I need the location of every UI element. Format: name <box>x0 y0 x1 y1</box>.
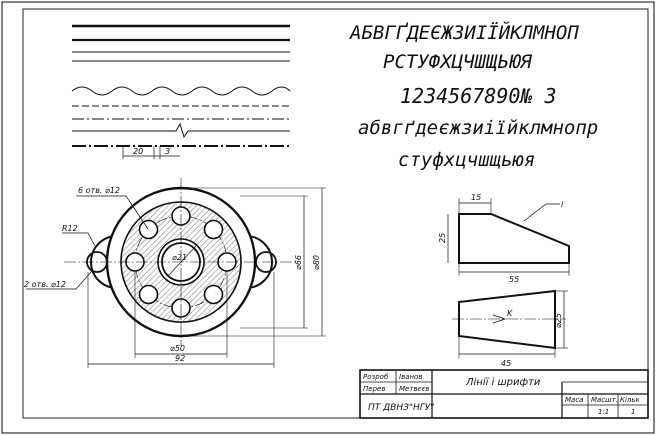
tb-drawn-name: Іванов <box>399 373 422 381</box>
dim-92-label: 92 <box>175 354 185 363</box>
wavy-line <box>71 86 291 96</box>
lettering-row-4: абвгґдеєжзиіїйклмнопр <box>358 117 599 139</box>
line-samples <box>71 24 291 159</box>
bolt-hole-8 <box>203 284 224 305</box>
side-hole-note-label: 2 отв. ⌀12 <box>24 280 66 289</box>
inner-frame <box>22 8 649 419</box>
tb-drawn-label: Розроб <box>363 373 389 381</box>
break-zigzag <box>175 122 189 139</box>
radius-label: R12 <box>62 224 78 233</box>
lettering-row-5: стуфхцчшщьюя <box>398 149 536 171</box>
wedge-drawing <box>447 198 570 276</box>
cone-outline <box>458 289 556 350</box>
slope-leader <box>523 203 560 222</box>
dia-66-label: ⌀66 <box>294 255 303 270</box>
tb-col-mass: Маса <box>565 396 583 404</box>
tb-org: ПТ ДВНЗ"НГУ" <box>368 403 434 413</box>
dia-50-label: ⌀50 <box>170 344 185 353</box>
tb-checked-label: Перев <box>363 385 385 393</box>
wedge-dim-55-label: 55 <box>509 275 519 284</box>
center-dia-label: ⌀21 <box>172 253 187 262</box>
dia-80-label: ⌀80 <box>312 255 321 270</box>
bolt-hole-4 <box>138 219 159 240</box>
taper-symbol <box>492 314 507 324</box>
tb-qty-value: 1 <box>631 408 635 416</box>
cone-drawing <box>452 289 568 358</box>
tb-title: Лінії і шрифти <box>465 376 541 388</box>
lettering-row-3: 1234567890№ 3 <box>400 84 557 108</box>
tb-scale-value: 1:1 <box>598 408 609 416</box>
wedge-dim-25-label: 25 <box>438 233 447 243</box>
lettering-row-1: АБВГҐДЕЄЖЗИІЇЙКЛМНОП <box>350 22 579 44</box>
wedge-dim-15-label: 15 <box>471 193 481 202</box>
leader-center-dia <box>167 245 197 277</box>
bolt-hole-6 <box>138 284 159 305</box>
tb-col-scale: Масшт. <box>591 396 618 404</box>
lettering-row-2: РСТУФХЦЧШЩЬЮЯ <box>383 51 532 73</box>
holes-note-label: 6 отв. ⌀12 <box>78 186 120 195</box>
slope-label: i <box>561 200 564 209</box>
tb-col-qty: Кільк <box>620 396 641 404</box>
cone-dia-25-label: ⌀25 <box>554 313 563 328</box>
leader-radius <box>62 232 96 247</box>
bolt-hole-2 <box>203 219 224 240</box>
sample-dim-a: 20 <box>133 147 143 156</box>
flange-drawing <box>26 178 326 368</box>
cone-dim-45-label: 45 <box>501 359 511 368</box>
wedge-outline <box>458 213 570 264</box>
sample-dim-b: 3 <box>165 147 170 156</box>
leader-side-hole <box>26 270 93 290</box>
title-block <box>359 369 649 419</box>
leader-holes-note <box>76 195 149 230</box>
taper-label: K <box>507 309 513 318</box>
tb-checked-name: Метвєєв <box>399 385 429 393</box>
